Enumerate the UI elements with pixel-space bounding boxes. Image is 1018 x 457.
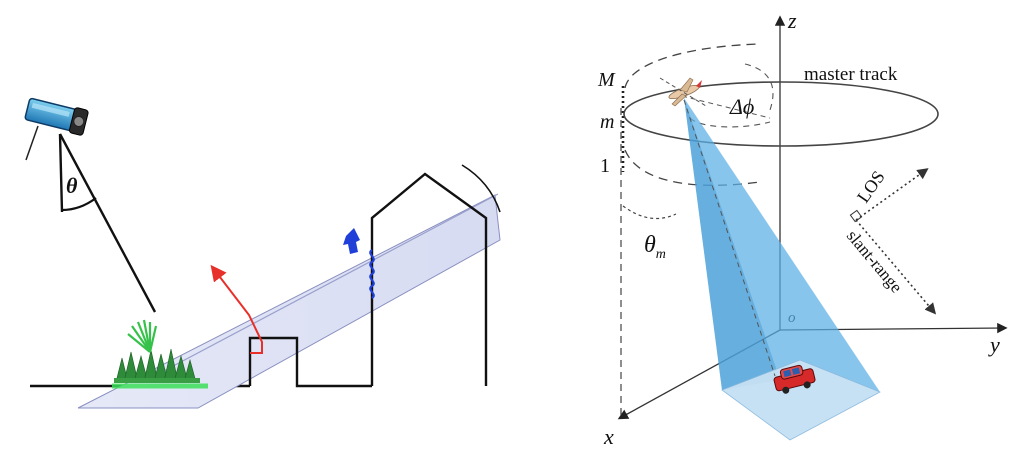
right-angle-mark — [849, 209, 863, 223]
theta-m-label: θm — [644, 232, 666, 262]
theta-m-symbol: θ — [644, 232, 656, 258]
building-curve — [461, 164, 501, 213]
z-axis-label: z — [787, 8, 797, 33]
track-M-label: M — [597, 69, 616, 91]
blue-arrow-icon — [343, 228, 360, 254]
aircraft-motion-line — [659, 77, 707, 107]
x-axis-label: x — [603, 424, 614, 449]
radar-beam — [684, 98, 880, 440]
car-icon — [773, 364, 816, 394]
satellite-icon — [24, 97, 89, 136]
satellite-leg — [25, 125, 39, 161]
blue-wavy-path — [369, 249, 375, 299]
theta-label: θ — [66, 173, 78, 198]
delta-phi-line — [681, 95, 771, 119]
track-1-label: 1 — [600, 155, 610, 177]
inclined-layer-top-edge — [159, 193, 499, 374]
red-refraction-ray — [210, 264, 263, 354]
master-track-label: master track — [804, 64, 898, 85]
upper-dashed-track — [624, 43, 761, 89]
ground-footprint — [721, 359, 881, 441]
look-dashed-line — [683, 99, 776, 377]
los-label: LOS — [853, 167, 889, 206]
master-track-ellipse — [623, 81, 939, 147]
right-panel: z y x o master track M m 1 Δϕ θm — [597, 8, 1008, 449]
nadir-line — [58, 133, 64, 213]
slant-range-label: slant-range — [843, 226, 906, 296]
delta-phi-label: Δϕ — [729, 94, 754, 119]
theta-m-subscript: m — [656, 247, 666, 262]
y-axis-label: y — [988, 332, 1000, 357]
theta-arc — [61, 197, 97, 212]
tree-icon — [114, 348, 200, 383]
los-arrow — [855, 168, 929, 221]
slant-range-arrow — [855, 219, 937, 315]
aircraft-icon — [668, 77, 702, 107]
theta-m-arc — [622, 205, 677, 220]
vegetation-scatter — [127, 319, 158, 353]
left-panel: θ — [24, 97, 501, 409]
look-line — [58, 133, 157, 313]
track-m-label: m — [600, 111, 614, 133]
